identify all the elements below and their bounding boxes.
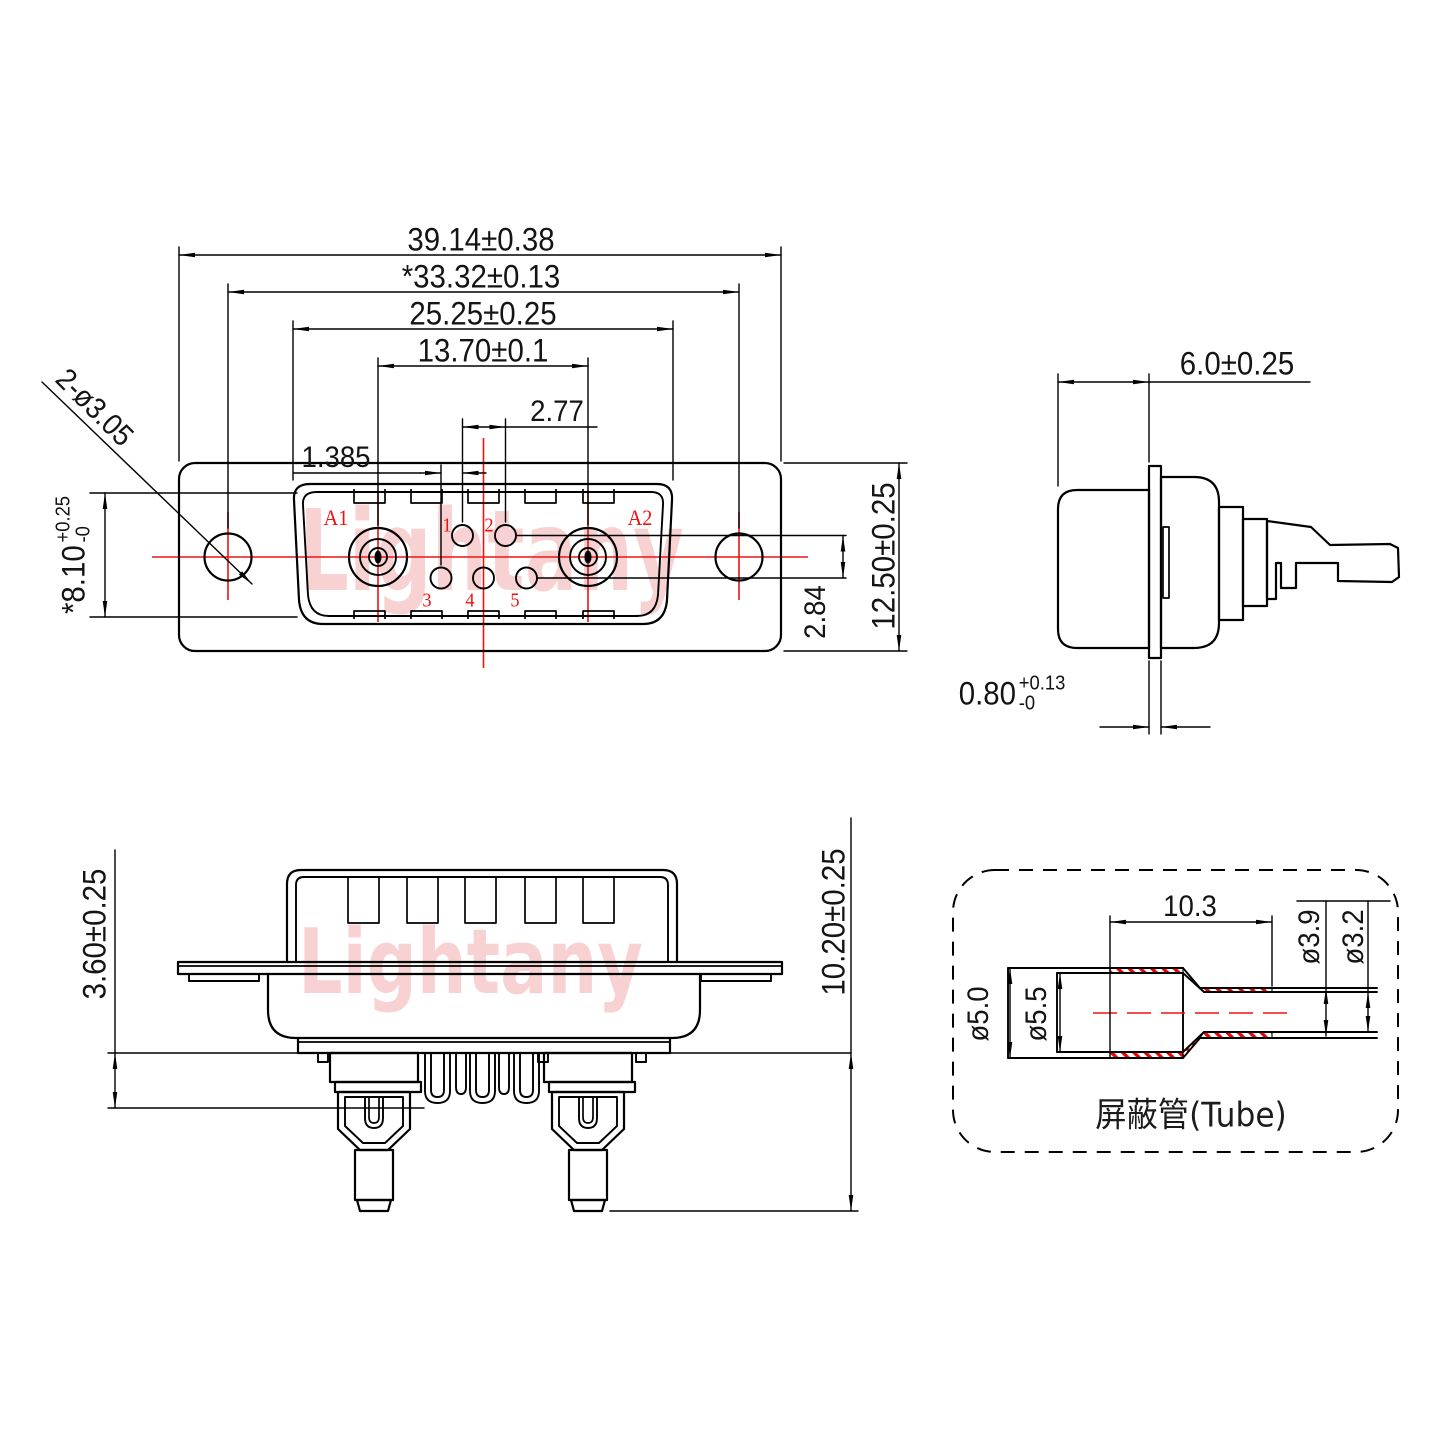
front-view <box>41 246 908 668</box>
rear-insulator <box>296 1036 672 1055</box>
rear-view <box>107 817 859 1213</box>
side-rear-body <box>1159 475 1221 650</box>
tol-plus: +0.25 <box>52 495 75 543</box>
dim-overall-height: 10.20±0.25 <box>815 848 852 996</box>
label-contact-a1: A1 <box>323 505 349 530</box>
side-step <box>1241 517 1269 608</box>
label-contact-a2: A2 <box>627 505 653 530</box>
dim-tube-od-tip: ø3.9 <box>1293 909 1326 965</box>
label-pin-4: 4 <box>465 589 475 612</box>
side-terminal <box>1265 519 1401 601</box>
rear-terminal-a2 <box>542 1051 637 1213</box>
dim-coax-span: 13.70±0.1 <box>417 332 549 369</box>
dim-flange-thickness-value: 0.80 <box>958 675 1016 712</box>
tube-detail-border <box>952 869 1399 1153</box>
label-pin-5: 5 <box>510 589 520 612</box>
side-view <box>1056 373 1401 735</box>
signal-pins <box>429 524 538 590</box>
tube-detail-title: 屏蔽管(Tube) <box>1095 1095 1287 1136</box>
dim-row-drop: 2.84 <box>799 585 832 639</box>
front-flange <box>177 461 783 653</box>
dim-mount-depth: 6.0±0.25 <box>1179 345 1295 382</box>
dim-opening-height-value: *8.10 <box>55 545 92 615</box>
coax-contact-a2 <box>557 526 619 588</box>
rear-terminal-a1 <box>328 1051 423 1213</box>
coax-contact-a1 <box>347 526 409 588</box>
side-collar <box>1217 505 1245 622</box>
dim-flange-thickness-tolerance: +0.13 -0 <box>1018 672 1066 715</box>
tol-minus: -0 <box>73 526 95 543</box>
side-extension-lines <box>1057 373 1311 735</box>
rear-body <box>266 972 702 1040</box>
rear-front-pins <box>424 1052 540 1104</box>
dim-flange-height: 12.50±0.25 <box>865 482 902 630</box>
dim-flange-thickness: 0.80 +0.13 -0 <box>958 672 1066 715</box>
rear-cap-outer <box>285 868 679 964</box>
label-pin-3: 3 <box>422 589 432 612</box>
dim-overall-width: 39.14±0.38 <box>407 221 555 258</box>
label-pin-2: 2 <box>484 514 494 537</box>
dim-shoulder-height: 3.60±0.25 <box>76 868 113 1000</box>
dim-mount-hole-span: *33.32±0.13 <box>401 258 561 295</box>
mount-hole-left <box>203 532 253 582</box>
mount-hole-right <box>714 532 764 582</box>
tube-dimension-lines <box>1007 919 1371 1059</box>
rear-cap-inner <box>295 876 669 963</box>
dim-row-offset: 1.385 <box>301 441 371 474</box>
watermark-front: Lightany <box>299 487 684 617</box>
shell-outer <box>292 482 674 626</box>
rear-dimension-lines <box>112 1052 854 1212</box>
tol-plus: +0.13 <box>1018 672 1066 695</box>
dim-tube-id-body: ø5.5 <box>1020 986 1053 1042</box>
label-pin-1: 1 <box>442 514 452 537</box>
rear-cap-slots <box>347 877 615 924</box>
dim-opening-height-tolerance: +0.25 -0 <box>52 495 95 543</box>
rear-extension-lines <box>107 817 859 1212</box>
dim-tube-id-tip: ø3.2 <box>1337 909 1370 965</box>
side-flange <box>1147 464 1163 660</box>
hole-leader-line <box>41 381 253 585</box>
shell-notches <box>353 489 615 619</box>
shell-inner <box>302 491 664 617</box>
front-dimension-lines <box>41 252 902 652</box>
tube-outline <box>1007 967 1378 1059</box>
dim-opening-height: *8.10 +0.25 -0 <box>52 495 95 615</box>
tol-minus: -0 <box>1018 693 1036 715</box>
side-body <box>1056 488 1151 650</box>
tube-extension-lines <box>1109 900 1391 1059</box>
rear-flange-plate <box>176 960 784 976</box>
front-extension-lines <box>89 246 908 652</box>
dim-tube-od-body: ø5.0 <box>962 986 995 1042</box>
rear-back-pins <box>455 1052 510 1095</box>
dim-tube-length: 10.3 <box>1163 890 1217 923</box>
tube-detail <box>952 869 1399 1153</box>
side-dimension-lines <box>1057 379 1211 730</box>
dim-shell-width: 25.25±0.25 <box>409 295 557 332</box>
dim-pin-pitch: 2.77 <box>530 395 584 428</box>
